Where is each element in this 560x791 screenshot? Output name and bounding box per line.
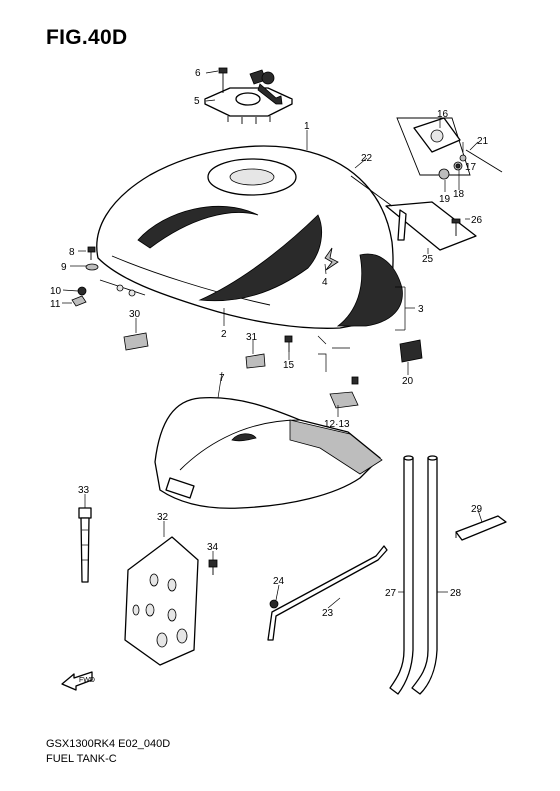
hoses: [389, 455, 438, 695]
model-code: GSX1300RK4 E02_040D: [46, 738, 171, 750]
tie-strap: [78, 507, 92, 583]
fuel-tank: [96, 145, 403, 329]
bracket-29: [455, 515, 507, 541]
callout-25: 25: [422, 254, 434, 265]
callout-20: 20: [402, 376, 414, 387]
leader-lines: [62, 70, 483, 609]
callout-18: 18: [453, 189, 465, 200]
callout-32: 32: [157, 512, 169, 523]
callout-12-13: 12·13: [324, 419, 350, 430]
figure-title: FIG.40D: [46, 26, 128, 49]
fwd-arrow-icon: FWD: [61, 671, 95, 691]
callout-4: 4: [322, 277, 328, 288]
callout-5: 5: [194, 96, 200, 107]
callout-33: 33: [78, 485, 90, 496]
callout-16: 16: [437, 109, 449, 120]
section-name: FUEL TANK-C: [46, 753, 117, 765]
callout-6: 6: [195, 68, 201, 79]
heat-shield: [124, 536, 218, 666]
small-parts: [123, 332, 423, 409]
callout-22: 22: [361, 153, 373, 164]
callout-10: 10: [50, 286, 62, 297]
callout-34: 34: [207, 542, 219, 553]
callout-11: 11: [50, 299, 61, 310]
callout-28: 28: [450, 588, 462, 599]
callout-24: 24: [273, 576, 285, 587]
callout-23: 23: [322, 608, 334, 619]
callout-27: 27: [385, 588, 397, 599]
fuel-cap-assembly: [204, 67, 293, 124]
callout-7: 7: [219, 373, 225, 384]
lower-cover: [154, 396, 383, 509]
callout-29: 29: [471, 504, 483, 515]
callout-labels: 1 2 3 4 5 6 7 8 9 10 11 12·13 15 16 17 1…: [50, 68, 489, 619]
fwd-label: FWD: [79, 677, 95, 684]
callout-15: 15: [283, 360, 295, 371]
callout-26: 26: [471, 215, 483, 226]
rod-assembly: [267, 545, 388, 641]
callout-30: 30: [129, 309, 141, 320]
callout-17: 17: [465, 162, 477, 173]
callout-21: 21: [477, 136, 489, 147]
callout-2: 2: [221, 329, 227, 340]
callout-3: 3: [418, 304, 424, 315]
rear-bracket-assembly: [350, 117, 503, 251]
callout-31: 31: [246, 332, 258, 343]
callout-19: 19: [439, 194, 451, 205]
callout-8: 8: [69, 247, 75, 258]
callout-1: 1: [304, 121, 310, 132]
callout-9: 9: [61, 262, 67, 273]
